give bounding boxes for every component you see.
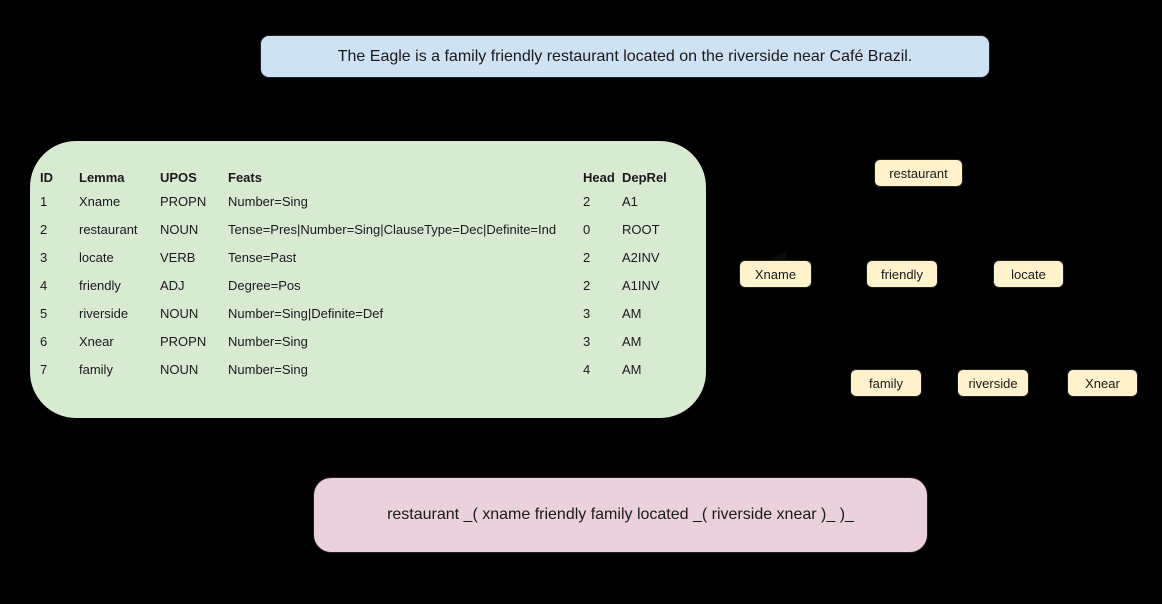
column-header-id: ID (40, 170, 53, 185)
cell-lemma: friendly (79, 278, 121, 293)
cell-upos: NOUN (160, 362, 199, 377)
tree-node-xname: Xname (739, 260, 812, 288)
cell-feats: Number=Sing (228, 334, 308, 349)
linearization-text: restaurant _( xname friendly family loca… (387, 506, 854, 523)
cell-lemma: restaurant (79, 222, 138, 237)
cell-id: 6 (40, 334, 48, 349)
cell-id: 1 (40, 194, 48, 209)
tree-node-friendly: friendly (866, 260, 938, 288)
column-header-lemma: Lemma (79, 170, 125, 185)
tree-node-label: locate (1011, 266, 1046, 282)
tree-node-label: family (869, 375, 903, 391)
tree-node-label: Xname (754, 266, 797, 282)
cell-upos: NOUN (160, 306, 199, 321)
cell-feats: Number=Sing|Definite=Def (228, 306, 384, 321)
table-row: 7 family NOUN Number=Sing 4 AM (30, 362, 706, 382)
cell-deprel: A2INV (622, 250, 660, 265)
cell-head: 2 (583, 250, 591, 265)
cell-deprel: ROOT (622, 222, 660, 237)
cell-feats: Degree=Pos (228, 278, 301, 293)
cell-id: 3 (40, 250, 48, 265)
linearization-box: restaurant _( xname friendly family loca… (313, 477, 928, 553)
cell-head: 4 (583, 362, 591, 377)
sentence-text: The Eagle is a family friendly restauran… (337, 47, 913, 65)
cell-id: 4 (40, 278, 48, 293)
cell-feats: Tense=Past (228, 250, 297, 265)
cell-upos: ADJ (160, 278, 185, 293)
cell-id: 7 (40, 362, 48, 377)
cell-lemma: Xname (79, 194, 121, 209)
cell-deprel: AM (622, 306, 642, 321)
table-header-row: ID Lemma UPOS Feats Head DepRel (30, 170, 706, 190)
cell-lemma: locate (79, 250, 114, 265)
column-header-head: Head (583, 170, 615, 185)
cell-lemma: family (79, 362, 113, 377)
cell-deprel: A1INV (622, 278, 660, 293)
cell-feats: Number=Sing (228, 362, 308, 377)
tree-node-locate: locate (993, 260, 1064, 288)
cell-feats: Number=Sing (228, 194, 308, 209)
sentence-box: The Eagle is a family friendly restauran… (260, 35, 990, 78)
cell-feats: Tense=Pres|Number=Sing|ClauseType=Dec|De… (228, 222, 557, 237)
cell-deprel: AM (622, 362, 642, 377)
tree-node-xnear: Xnear (1067, 369, 1138, 397)
cell-id: 5 (40, 306, 48, 321)
cell-lemma: Xnear (79, 334, 114, 349)
column-header-deprel: DepRel (622, 170, 667, 185)
cell-head: 3 (583, 334, 591, 349)
column-header-feats: Feats (228, 170, 262, 185)
cell-lemma: riverside (79, 306, 129, 321)
cell-upos: VERB (160, 250, 196, 265)
cell-head: 2 (583, 194, 591, 209)
table-row: 6 Xnear PROPN Number=Sing 3 AM (30, 334, 706, 354)
tree-node-label: friendly (881, 266, 923, 282)
tree-node-family: family (850, 369, 922, 397)
tree-node-label: Xnear (1085, 375, 1120, 391)
tree-node-riverside: riverside (957, 369, 1029, 397)
cell-deprel: AM (622, 334, 642, 349)
table-row: 3 locate VERB Tense=Past 2 A2INV (30, 250, 706, 270)
cell-id: 2 (40, 222, 48, 237)
table-row: 5 riverside NOUN Number=Sing|Definite=De… (30, 306, 706, 326)
cell-head: 0 (583, 222, 591, 237)
table-row: 4 friendly ADJ Degree=Pos 2 A1INV (30, 278, 706, 298)
cell-upos: NOUN (160, 222, 199, 237)
cell-deprel: A1 (622, 194, 638, 209)
tree-node-restaurant: restaurant (874, 159, 963, 187)
table-row: 2 restaurant NOUN Tense=Pres|Number=Sing… (30, 222, 706, 242)
tree-node-label: riverside (968, 375, 1018, 391)
cell-head: 3 (583, 306, 591, 321)
cell-upos: PROPN (160, 334, 207, 349)
parse-table-panel: ID Lemma UPOS Feats Head DepRel 1 Xname … (30, 141, 706, 418)
cell-upos: PROPN (160, 194, 207, 209)
table-row: 1 Xname PROPN Number=Sing 2 A1 (30, 194, 706, 214)
cell-head: 2 (583, 278, 591, 293)
tree-node-label: restaurant (889, 165, 948, 181)
column-header-upos: UPOS (160, 170, 197, 185)
